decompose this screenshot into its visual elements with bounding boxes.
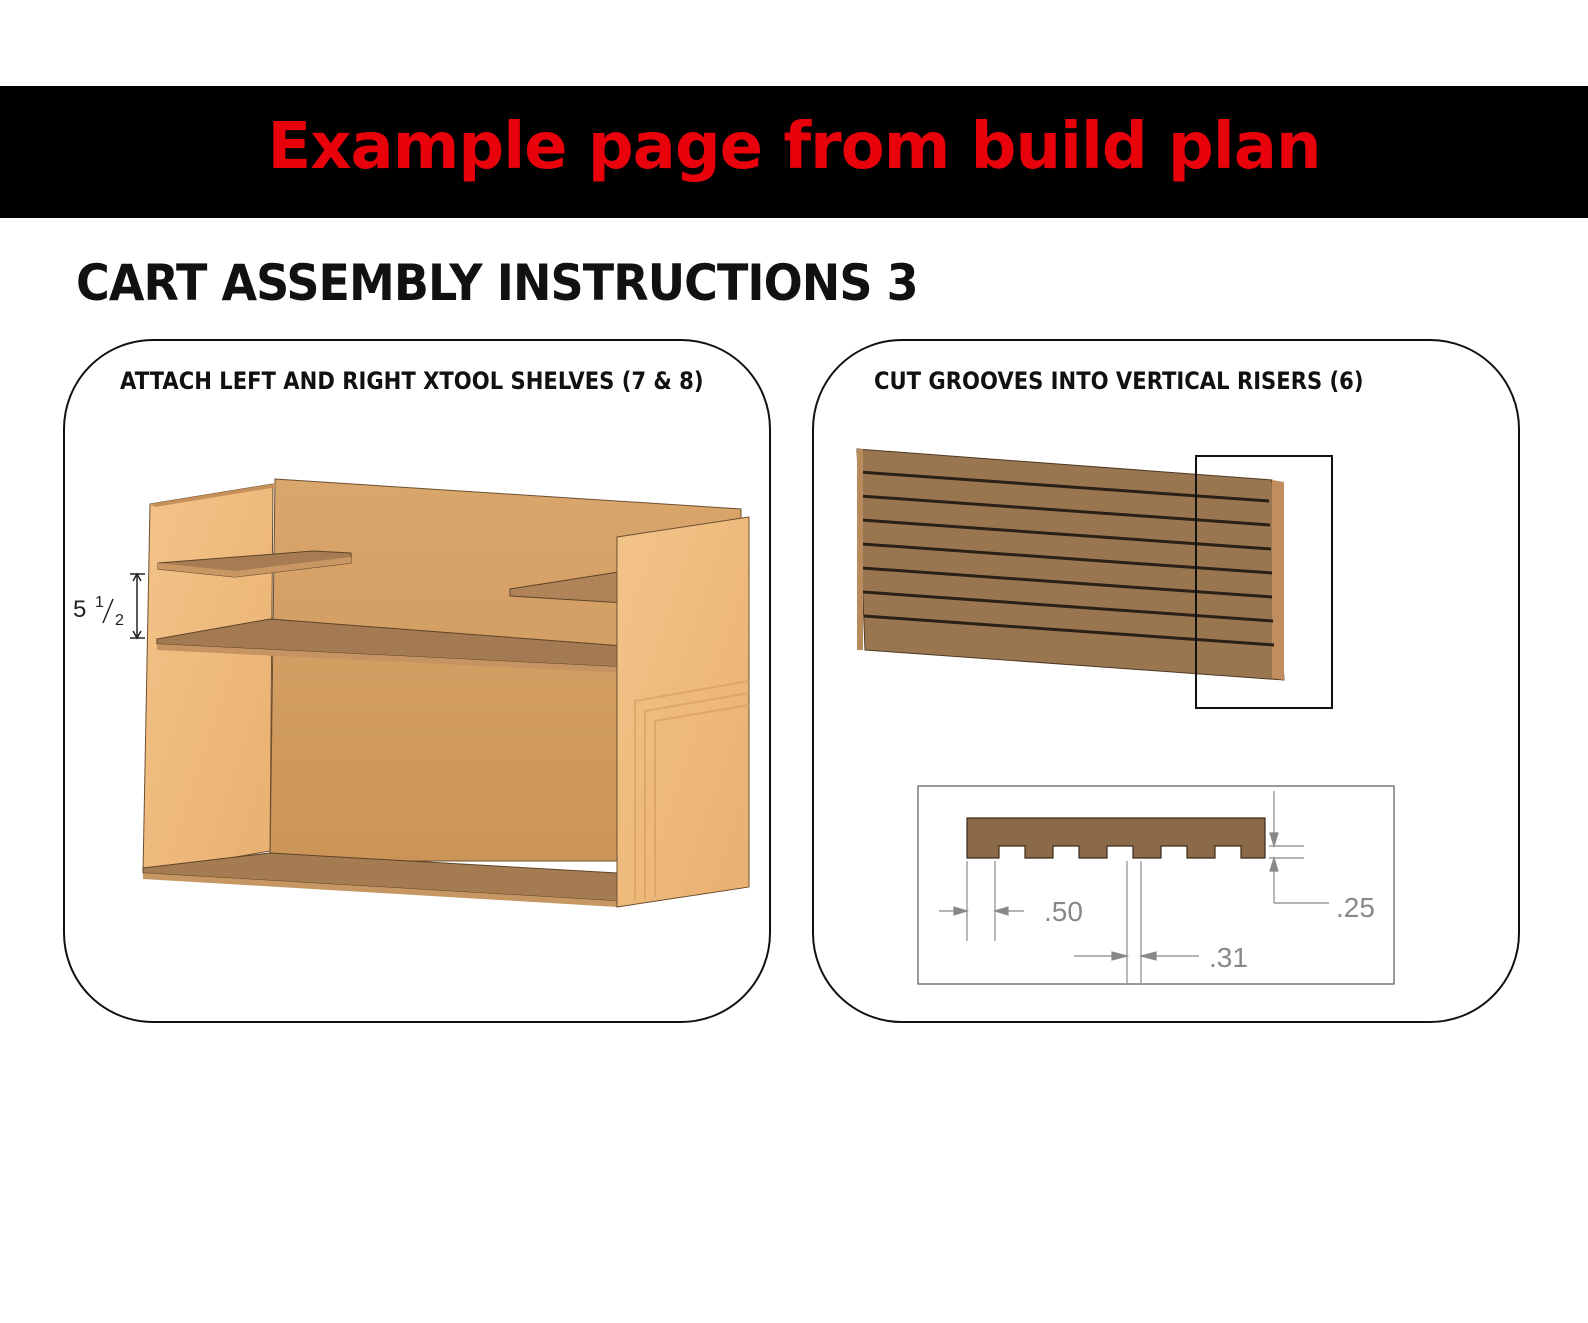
assembly-panel-left: ATTACH LEFT AND RIGHT XTOOL SHELVES (7 &… bbox=[63, 339, 771, 1023]
left-side-panel bbox=[142, 483, 274, 874]
dimension-groove-depth: .25 bbox=[1336, 892, 1375, 923]
banner: Example page from build plan bbox=[0, 86, 1588, 218]
dimension-groove-width: .31 bbox=[1209, 942, 1248, 973]
dimension-whole: 5 bbox=[73, 596, 86, 623]
dimension-pitch: .50 bbox=[1044, 896, 1083, 927]
riser-groove-illustration: .50 .31 .25 bbox=[856, 448, 1395, 985]
dimension-denominator: 2 bbox=[115, 612, 124, 629]
shelf-height-dimension bbox=[130, 572, 145, 640]
banner-text: Example page from build plan bbox=[267, 110, 1322, 184]
detail-callout-box bbox=[1195, 455, 1333, 709]
groove-profile bbox=[966, 817, 1266, 859]
right-side-panel bbox=[616, 516, 750, 908]
page-title: CART ASSEMBLY INSTRUCTIONS 3 bbox=[76, 254, 919, 312]
vertical-riser bbox=[856, 448, 1285, 681]
panel-heading-left: ATTACH LEFT AND RIGHT XTOOL SHELVES (7 &… bbox=[120, 367, 704, 395]
riser-grooves bbox=[858, 470, 1275, 647]
assembly-panel-right: CUT GROOVES INTO VERTICAL RISERS (6) bbox=[812, 339, 1520, 1023]
panel-heading-right: CUT GROOVES INTO VERTICAL RISERS (6) bbox=[874, 367, 1364, 395]
dimension-numerator: 1 bbox=[95, 594, 104, 611]
cart-assembly-illustration: 5 1 2 bbox=[73, 478, 750, 908]
